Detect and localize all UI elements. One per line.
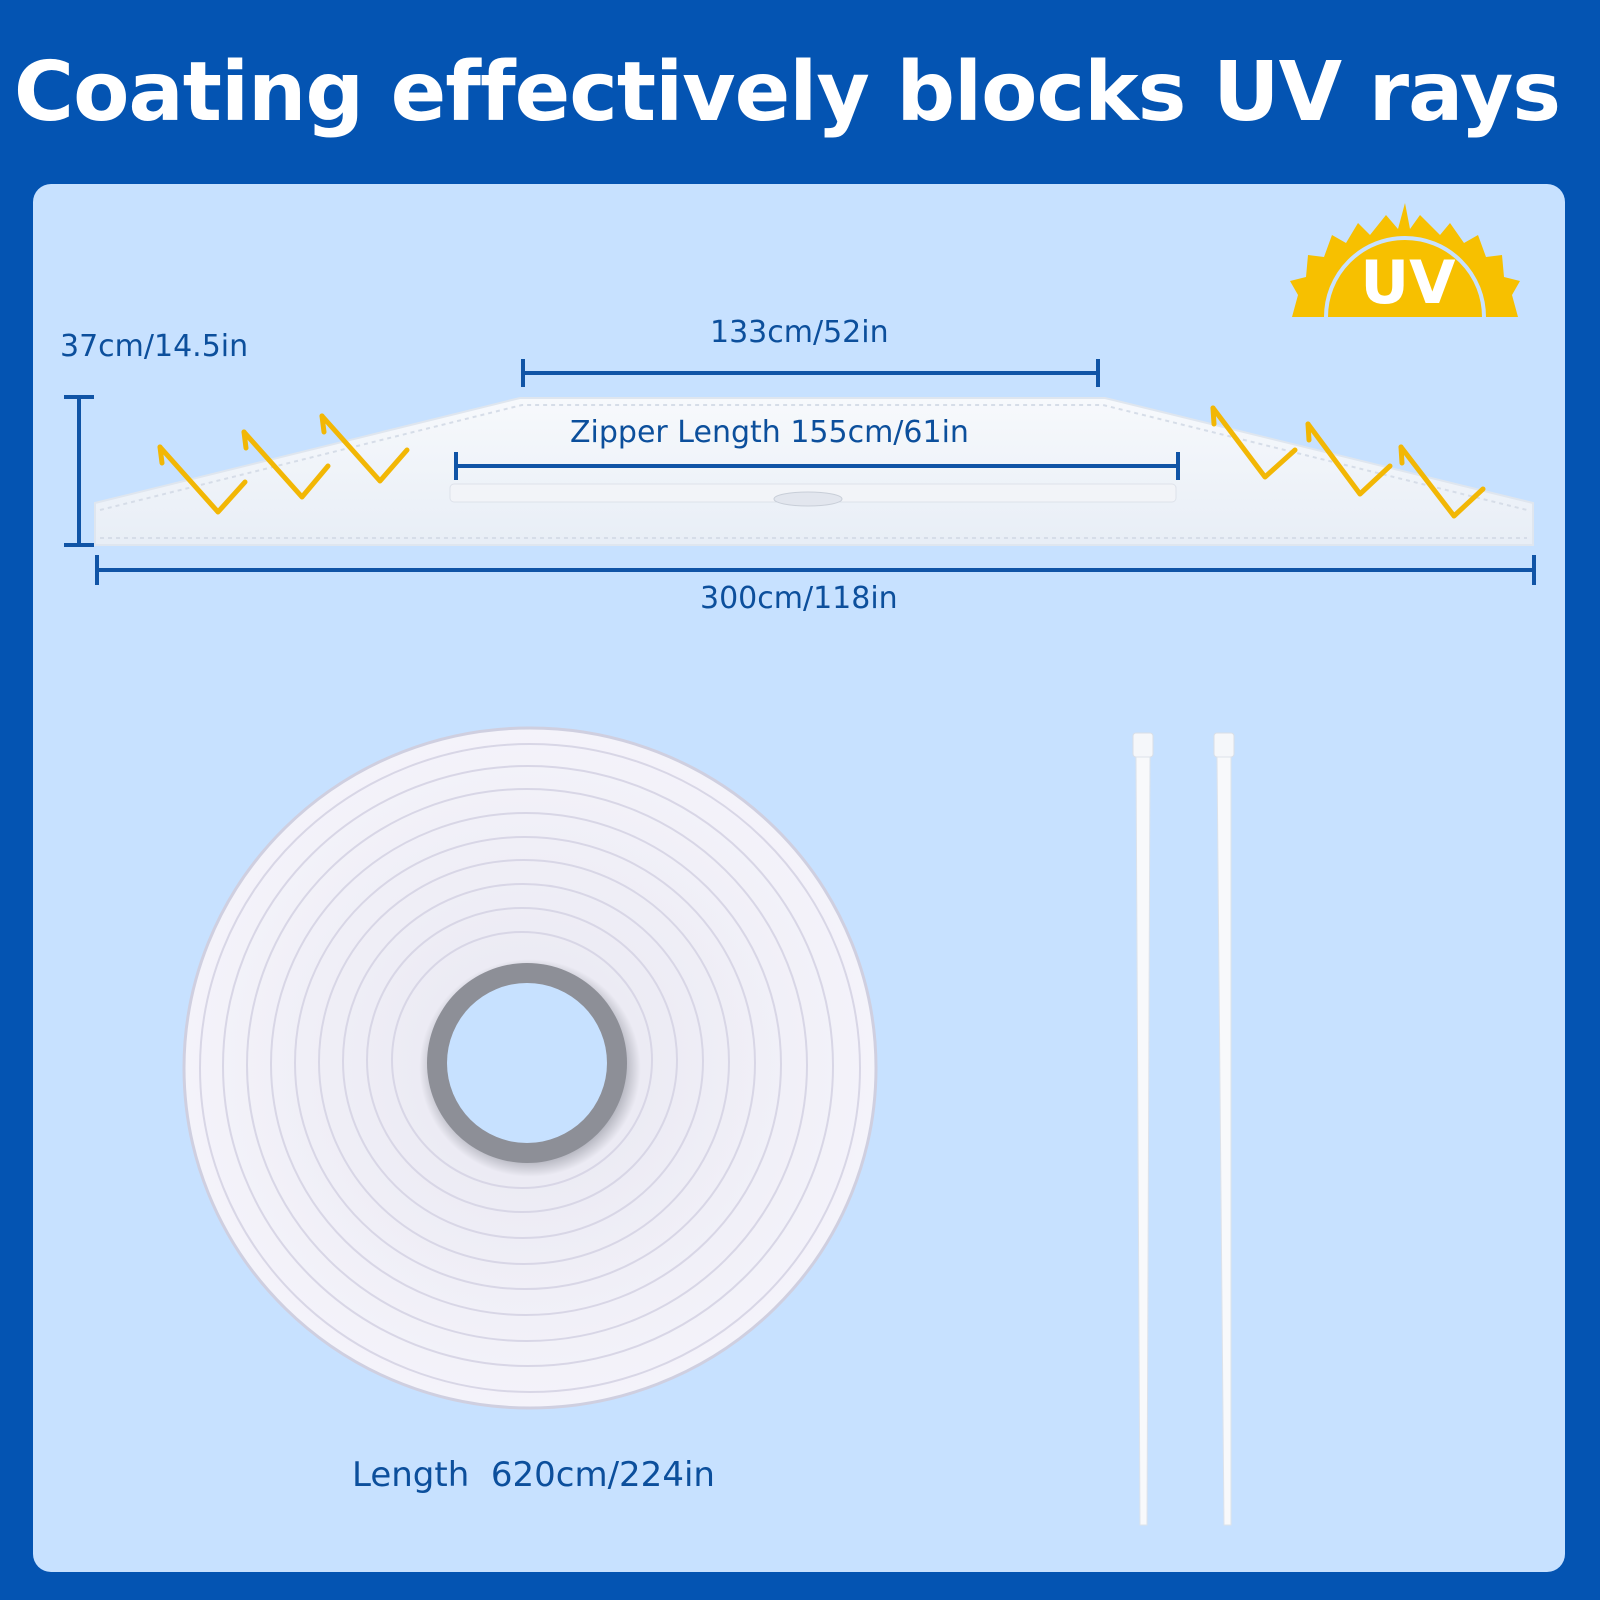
uv-arrow bbox=[241, 429, 331, 500]
uv-arrow bbox=[319, 413, 410, 484]
dimension-lines bbox=[64, 359, 1536, 585]
height-label: 37cm/14.5in bbox=[60, 329, 249, 364]
tape-roll bbox=[182, 726, 878, 1410]
cable-tie bbox=[1132, 732, 1154, 758]
uv-arrow bbox=[1210, 405, 1298, 480]
cable-ties bbox=[1132, 732, 1235, 1526]
zipper-pull bbox=[773, 491, 843, 507]
sun-icon bbox=[1290, 203, 1520, 318]
headline: Coating effectively blocks UV rays bbox=[13, 45, 1561, 140]
uv-arrow bbox=[157, 444, 248, 515]
uv-arrow bbox=[1398, 444, 1486, 519]
uv-arrow bbox=[1305, 421, 1393, 497]
total-width-label: 300cm/118in bbox=[700, 581, 898, 616]
cable-tie bbox=[1213, 732, 1235, 758]
top-width-label: 133cm/52in bbox=[710, 315, 889, 350]
zipper-length-label: Zipper Length 155cm/61in bbox=[570, 415, 969, 450]
uv-ray-arrows bbox=[157, 405, 1486, 519]
window-seal-fabric bbox=[94, 397, 1534, 546]
tape-length-label: Length 620cm/224in bbox=[352, 1455, 715, 1495]
roll-hole bbox=[447, 983, 607, 1143]
uv-badge-text: UV bbox=[1360, 248, 1456, 318]
